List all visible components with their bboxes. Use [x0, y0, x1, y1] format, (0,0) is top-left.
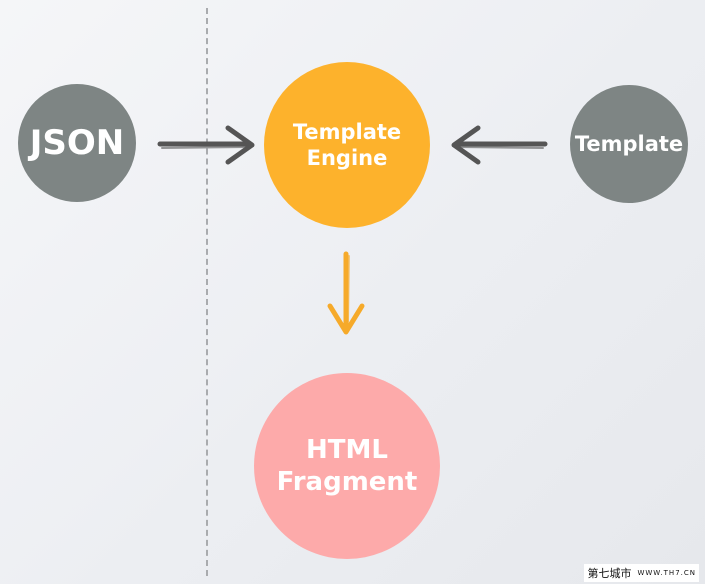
json-node: JSON: [18, 84, 136, 202]
template-engine-label-line2: Engine: [306, 146, 388, 170]
watermark: 第七城市 WWW.TH7.CN: [584, 564, 699, 582]
json-node-label: JSON: [29, 122, 125, 163]
arrow-engine-to-fragment: [327, 251, 365, 335]
html-fragment-label-line2: Fragment: [276, 467, 418, 497]
arrow-template-to-engine: [451, 125, 548, 165]
arrow-json-to-engine: [157, 125, 255, 165]
template-node-label: Template: [574, 131, 684, 156]
dashed-divider: [206, 8, 208, 576]
template-node: Template: [570, 85, 688, 203]
html-fragment-label-line1: HTML: [306, 434, 388, 465]
template-engine-node: Template Engine: [264, 62, 430, 228]
html-fragment-node: HTML Fragment: [254, 373, 440, 559]
template-engine-label-line1: Template: [292, 119, 402, 144]
watermark-site-name: 第七城市: [587, 567, 632, 580]
watermark-url: WWW.TH7.CN: [637, 569, 696, 577]
